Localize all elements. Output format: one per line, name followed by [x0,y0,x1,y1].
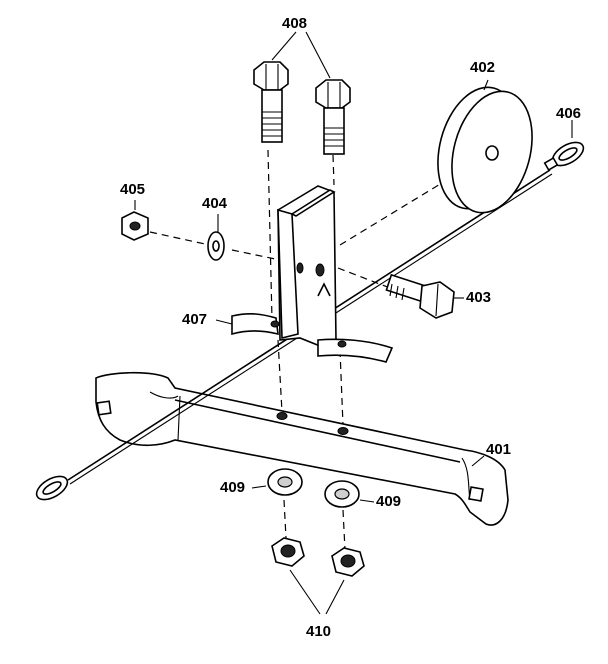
label-403: 403 [466,289,492,306]
label-409-left: 409 [220,479,246,496]
label-406: 406 [556,105,582,122]
label-408: 408 [282,15,308,32]
label-402: 402 [470,59,496,76]
part-409-washers [267,468,360,508]
part-402-pulley [437,86,533,214]
label-401: 401 [486,441,512,458]
part-403-bolt [385,273,455,319]
part-401-crossbar [95,371,509,526]
part-404-washer [207,231,225,261]
label-407: 407 [182,311,208,328]
label-leaders [134,31,573,615]
part-407-bracket [231,185,394,363]
alignment-lines [149,149,456,551]
label-404: 404 [202,195,228,212]
part-410-nuts [271,537,365,577]
label-405: 405 [120,181,146,198]
part-408-bolts [253,61,351,155]
part-405-nut [121,211,149,241]
label-410: 410 [306,623,332,640]
label-409-right: 409 [376,493,402,510]
